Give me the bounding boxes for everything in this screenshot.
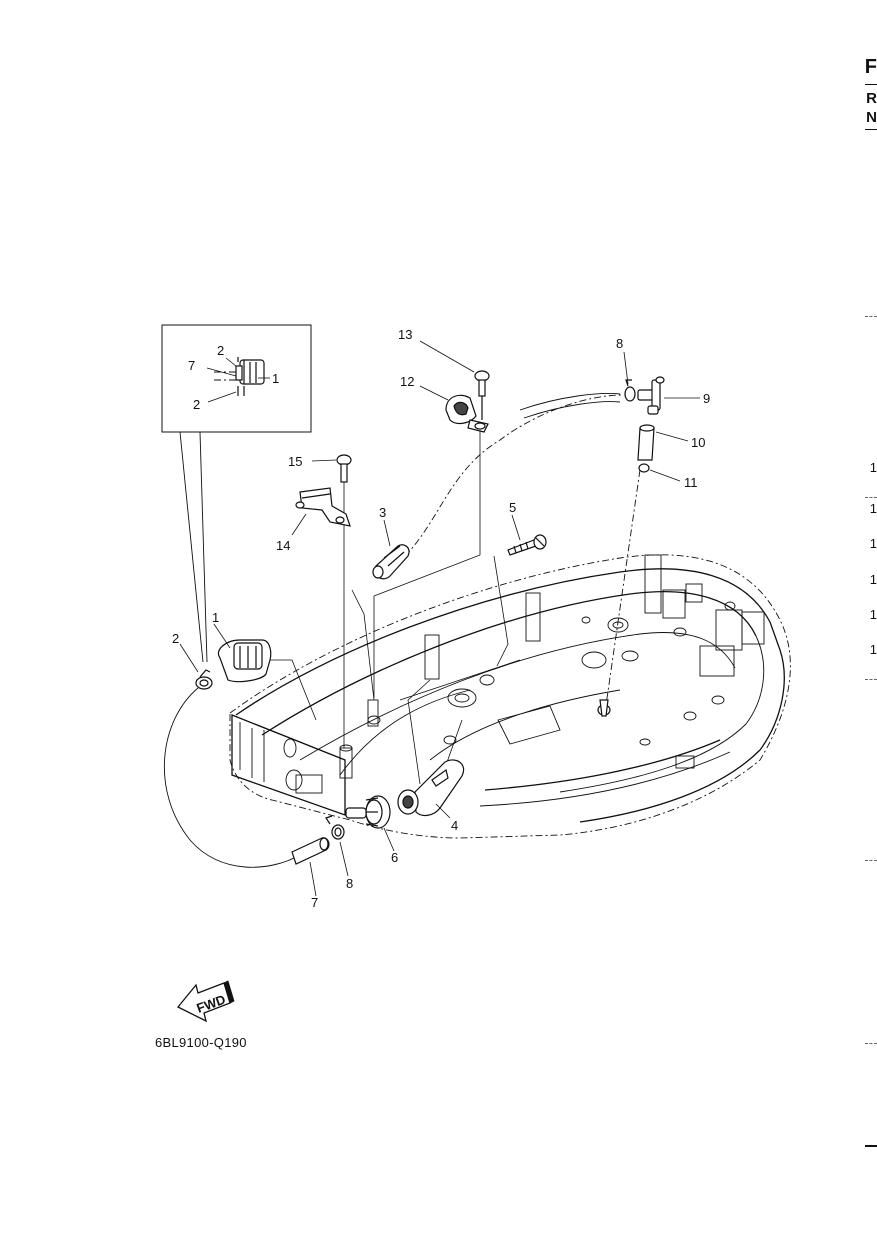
bottom-cowling	[229, 554, 791, 839]
edge-letter-r: R	[866, 90, 877, 107]
edge-num-6: 1	[869, 642, 877, 657]
part-1-grommet	[217, 639, 272, 683]
part-label-5: 5	[509, 500, 516, 515]
part-10-hose	[637, 424, 655, 461]
edge-rule-2	[865, 129, 877, 130]
part-2-clamp	[195, 669, 213, 690]
part-8-clamp-top	[624, 379, 636, 402]
label-leaders	[179, 340, 700, 897]
part-9-tee-joint	[637, 376, 665, 415]
part-label-8-top: 8	[616, 336, 623, 351]
part-label-3: 3	[379, 505, 386, 520]
inset-label-7: 7	[188, 358, 195, 373]
part-label-9: 9	[703, 391, 710, 406]
inset-label-2a: 2	[217, 343, 224, 358]
part-3-grommet	[372, 544, 410, 580]
part-label-4: 4	[451, 818, 458, 833]
edge-dash-2	[865, 497, 877, 499]
part-label-10: 10	[691, 435, 705, 450]
part-label-12: 12	[400, 374, 414, 389]
edge-letter-n: N	[866, 109, 877, 126]
edge-num-2: 1	[869, 501, 877, 516]
part-label-11: 11	[684, 475, 698, 490]
edge-rule-top	[865, 84, 877, 85]
edge-letter-f: F	[864, 56, 877, 78]
part-8-clamp-bottom	[325, 815, 345, 840]
edge-num-3: 1	[869, 536, 877, 551]
part-label-14: 14	[276, 538, 290, 553]
part-label-13: 13	[398, 327, 412, 342]
part-label-7: 7	[311, 895, 318, 910]
edge-dash-3	[865, 679, 877, 681]
edge-rule-bottom	[865, 1145, 877, 1147]
inset-detail-box: 2 7 2 1	[161, 324, 312, 663]
edge-dash-5	[865, 1043, 877, 1045]
edge-num-1: 1	[869, 460, 877, 475]
part-label-2: 2	[172, 631, 179, 646]
part-label-1: 1	[212, 610, 219, 625]
part-6-nut	[345, 795, 391, 829]
hose-routing	[163, 393, 641, 868]
part-15-bolt	[336, 454, 352, 483]
part-4-fitting	[397, 759, 465, 817]
part-label-8: 8	[346, 876, 353, 891]
part-14-bracket	[295, 487, 351, 527]
page-code: 6BL9100-Q190	[155, 1035, 247, 1050]
inset-label-2b: 2	[193, 397, 200, 412]
part-label-6: 6	[391, 850, 398, 865]
part-7-hose	[291, 837, 330, 865]
part-5-screw	[507, 534, 547, 556]
edge-num-4: 1	[869, 572, 877, 587]
part-label-15: 15	[288, 454, 302, 469]
edge-dash-4	[865, 860, 877, 862]
part-12-bracket	[445, 394, 489, 433]
part-13-bolt	[474, 370, 490, 420]
fwd-arrow-icon: FWD	[176, 980, 235, 1023]
edge-dash-1	[865, 316, 877, 318]
part-11-fitting	[597, 463, 650, 717]
inset-label-1: 1	[272, 371, 279, 386]
edge-num-5: 1	[869, 607, 877, 622]
